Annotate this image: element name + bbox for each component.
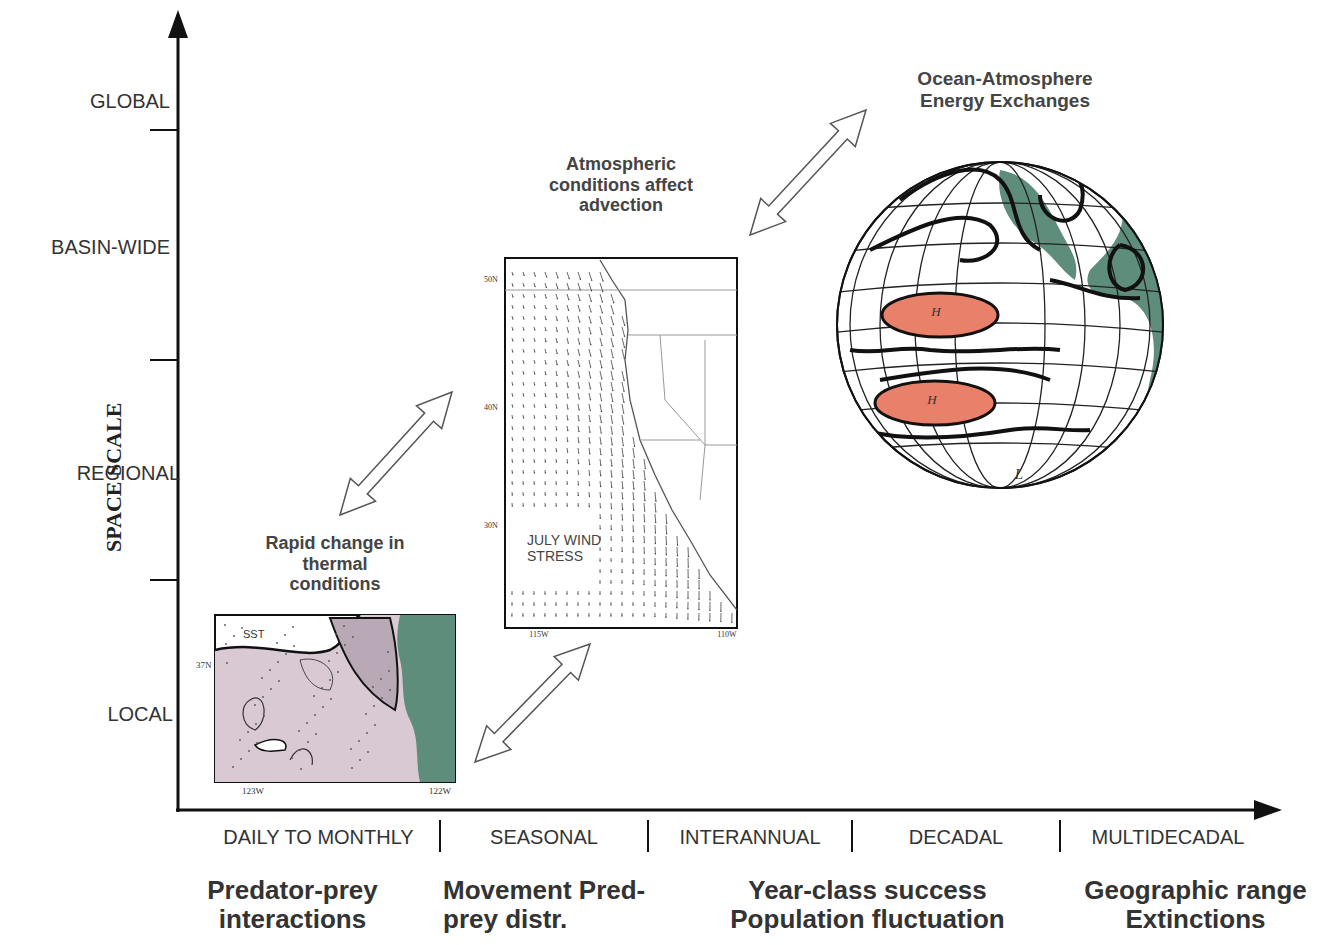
illustration-panel: Atmospheric conditions affect advectionJ… [500, 150, 742, 640]
map-label: L [1012, 466, 1026, 483]
axis-label: GLOBAL [40, 90, 170, 112]
illustration-panel: Ocean-Atmosphere Energy Exchanges [830, 65, 1170, 495]
double-arrow [750, 110, 866, 235]
axis-label: SEASONAL [444, 826, 644, 848]
axis-label: DECADAL [855, 826, 1057, 848]
map-label: 40N [484, 404, 504, 413]
axis-label: LOCAL [40, 703, 173, 725]
map-label: H [925, 393, 939, 408]
double-arrow [475, 644, 590, 762]
process-label: Predator-prey interactions [180, 876, 405, 934]
panel-caption: SST [243, 628, 283, 641]
map-label: 110W [712, 631, 742, 640]
map-label: 37N [196, 660, 218, 670]
map-label: H [929, 305, 943, 320]
process-label: Year-class success Population fluctuatio… [695, 876, 1040, 934]
axes [150, 10, 1282, 852]
map-label: 123W [238, 786, 268, 796]
process-label: Movement Pred-prey distr. [443, 876, 678, 934]
panel-heading: Rapid change in thermal conditions [260, 533, 410, 595]
illustration-panel: Rapid change in thermal conditionsSST [205, 530, 465, 800]
axis-label: INTERANNUAL [651, 826, 849, 848]
axis-label: REGIONAL [20, 462, 180, 484]
map-label: 115W [524, 631, 554, 640]
axis-label: MULTIDECADAL [1063, 826, 1273, 848]
axis-label: DAILY TO MONTHLY [196, 826, 441, 848]
sst-map [215, 615, 455, 782]
panel-caption: JULY WIND STRESS [527, 532, 607, 564]
map-label: 50N [484, 276, 504, 285]
panel-heading: Atmospheric conditions affect advection [525, 154, 717, 216]
map-label: 30N [484, 522, 504, 531]
axis-label: BASIN-WIDE [10, 236, 170, 258]
globe [830, 150, 1190, 488]
map-label: 122W [425, 786, 455, 796]
double-arrow [340, 392, 452, 515]
process-label: Geographic range Extinctions [1058, 876, 1333, 934]
wind-map [505, 258, 737, 628]
panel-heading: Ocean-Atmosphere Energy Exchanges [885, 68, 1125, 112]
